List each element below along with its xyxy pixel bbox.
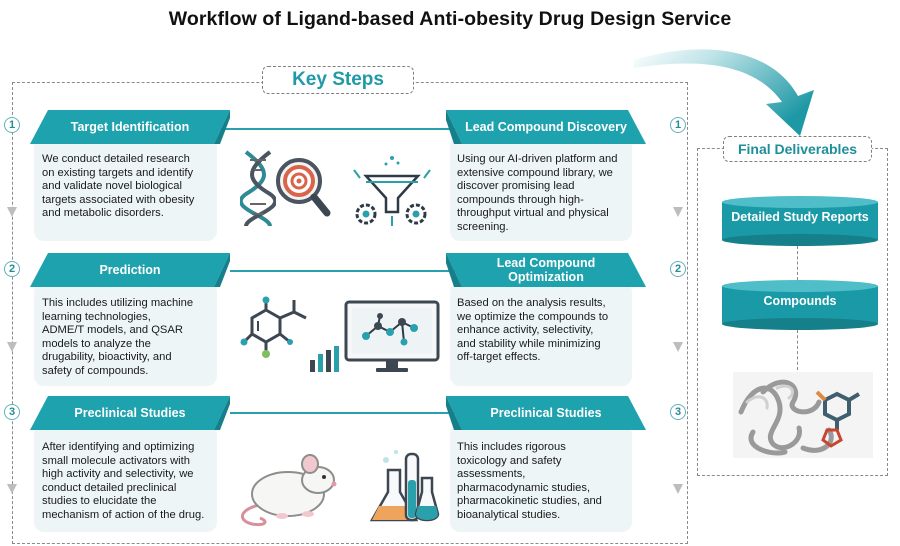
molecule-structure-icon bbox=[240, 296, 307, 358]
row-connector-3 bbox=[230, 412, 460, 414]
heading-lead-compound-optimization: Lead Compound Optimization bbox=[446, 253, 646, 287]
page-title: Workflow of Ligand-based Anti-obesity Dr… bbox=[168, 8, 732, 30]
down-arrow-icon bbox=[7, 484, 17, 494]
deliverables-connector bbox=[797, 246, 798, 280]
down-arrow-icon bbox=[7, 207, 17, 217]
banner-preclinical-studies-right: Preclinical Studies bbox=[446, 396, 646, 430]
step-number-left-2: 2 bbox=[4, 261, 20, 277]
banner-lead-compound-optimization: Lead Compound Optimization bbox=[446, 253, 646, 287]
key-steps-label: Key Steps bbox=[262, 66, 414, 94]
heading-preclinical-studies-left: Preclinical Studies bbox=[74, 406, 186, 420]
lab-mouse-icon bbox=[240, 454, 337, 526]
step-card-prediction bbox=[34, 282, 217, 386]
banner-lead-compound-discovery: Lead Compound Discovery bbox=[446, 110, 646, 144]
deliverable-compounds: Compounds bbox=[722, 280, 878, 330]
lab-flasks-icon bbox=[369, 450, 440, 522]
final-deliverables-label: Final Deliverables bbox=[723, 136, 872, 162]
protein-ligand-complex-icon bbox=[733, 372, 873, 458]
step-number-right-3: 3 bbox=[670, 404, 686, 420]
row-connector-2 bbox=[230, 270, 460, 272]
heading-line-1: Lead Compound bbox=[496, 256, 596, 270]
deliverable-label: Detailed Study Reports bbox=[731, 210, 869, 224]
step-card-target-identification bbox=[34, 136, 217, 241]
heading-line-2: Optimization bbox=[508, 270, 584, 284]
deliverables-connector bbox=[797, 330, 798, 370]
heading-prediction: Prediction bbox=[99, 263, 161, 277]
step-card-preclinical-studies-left bbox=[34, 424, 217, 532]
curved-arrow-icon bbox=[634, 49, 814, 136]
step-text-lead-compound-optimization: Based on the analysis results,we optimiz… bbox=[457, 297, 609, 364]
down-arrow-icon bbox=[673, 342, 683, 352]
monitor-molecule-chart-icon bbox=[310, 300, 440, 372]
step-number-right-2: 2 bbox=[670, 261, 686, 277]
down-arrow-icon bbox=[7, 342, 17, 352]
banner-preclinical-studies-left: Preclinical Studies bbox=[30, 396, 230, 430]
heading-target-identification: Target Identification bbox=[70, 120, 190, 134]
dna-icon bbox=[240, 150, 276, 227]
down-arrow-icon bbox=[673, 207, 683, 217]
step-number-left-3: 3 bbox=[4, 404, 20, 420]
deliverable-label: Compounds bbox=[763, 294, 837, 308]
banner-prediction: Prediction bbox=[30, 253, 230, 287]
step-card-lead-compound-optimization bbox=[450, 282, 632, 386]
step-card-lead-compound-discovery bbox=[450, 136, 632, 241]
heading-lead-compound-discovery: Lead Compound Discovery bbox=[465, 120, 627, 134]
banner-target-identification: Target Identification bbox=[30, 110, 230, 144]
step-number-right-1: 1 bbox=[670, 117, 686, 133]
down-arrow-icon bbox=[673, 484, 683, 494]
heading-preclinical-studies-right: Preclinical Studies bbox=[490, 406, 602, 420]
deliverable-detailed-study-reports: Detailed Study Reports bbox=[722, 196, 878, 246]
step-card-preclinical-studies-right bbox=[450, 424, 632, 532]
step-number-left-1: 1 bbox=[4, 117, 20, 133]
row-connector-1 bbox=[220, 128, 460, 130]
ai-funnel-gears-icon bbox=[353, 156, 431, 226]
target-magnifier-icon bbox=[276, 158, 331, 217]
